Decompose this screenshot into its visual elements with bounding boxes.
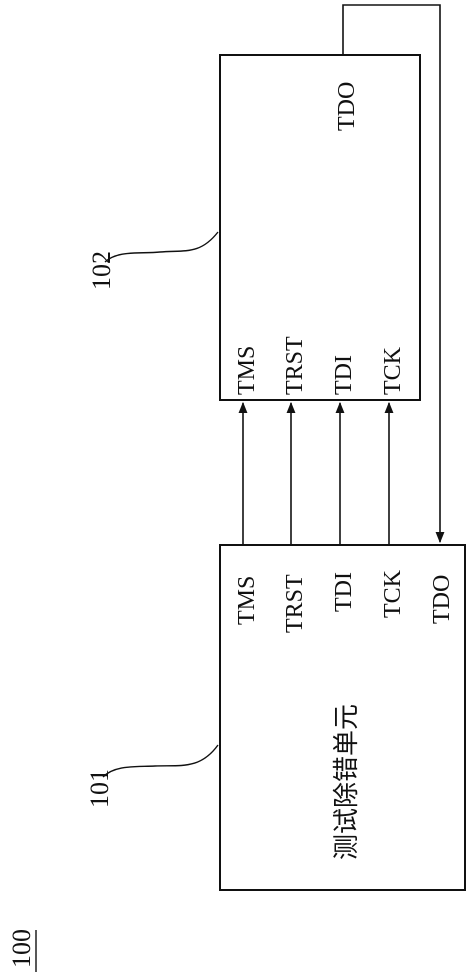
- debug-pin-tdo: TDO: [429, 575, 455, 624]
- debug-unit-block: [219, 544, 466, 891]
- target-pin-trst: TRST: [282, 336, 308, 395]
- ref-101: 101: [85, 769, 114, 808]
- figure-id: 100: [7, 929, 36, 968]
- leader-101: [102, 744, 219, 778]
- ref-102: 102: [87, 251, 116, 290]
- target-pin-tck: TCK: [380, 346, 406, 395]
- target-pin-tms: TMS: [234, 346, 260, 395]
- target-pin-tdi: TDI: [331, 355, 357, 395]
- debug-pin-trst: TRST: [282, 574, 308, 633]
- target-pin-tdo: TDO: [334, 82, 360, 131]
- debug-pin-tms: TMS: [234, 576, 260, 625]
- target-block: [219, 54, 421, 401]
- leader-102: [104, 231, 219, 263]
- debug-unit-name: 测试除错单元: [332, 704, 361, 860]
- wire-tdo: [342, 4, 445, 544]
- debug-pin-tck: TCK: [380, 569, 406, 618]
- debug-pin-tdi: TDI: [331, 572, 357, 612]
